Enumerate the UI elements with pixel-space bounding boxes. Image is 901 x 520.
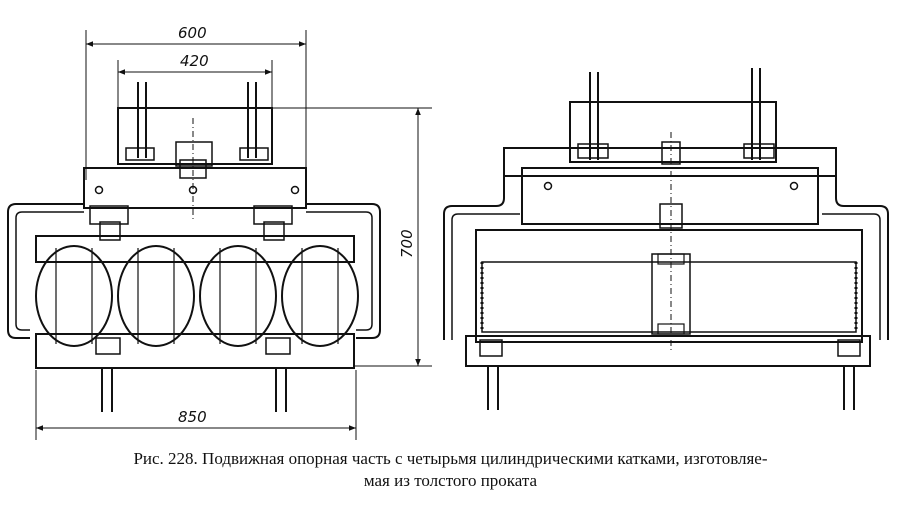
caption-line-2: мая из толстого проката <box>363 471 538 490</box>
front-elevation-view <box>443 68 889 410</box>
dim-base-length: 850 <box>178 408 207 426</box>
balancer-plate <box>83 167 307 209</box>
lower-roller-plate <box>35 333 355 369</box>
side-elevation-view: 600 420 850 700 <box>7 24 432 440</box>
dim-inner-width: 420 <box>180 52 209 70</box>
cylindrical-rollers <box>35 245 359 347</box>
caption-line-1: Рис. 228. Подвижная опорная часть с четы… <box>133 449 768 468</box>
roller-2 <box>117 245 195 347</box>
roller-4 <box>281 245 359 347</box>
dim-height: 700 <box>398 229 416 258</box>
dim-overall-width: 600 <box>178 24 207 42</box>
dimension-lines <box>35 30 432 440</box>
roller-3 <box>199 245 277 347</box>
roller-1 <box>35 245 113 347</box>
figure-caption: Рис. 228. Подвижная опорная часть с четы… <box>0 448 901 492</box>
upper-block <box>117 107 273 165</box>
guide-bar-side <box>7 203 84 339</box>
upper-roller-plate <box>35 235 355 263</box>
